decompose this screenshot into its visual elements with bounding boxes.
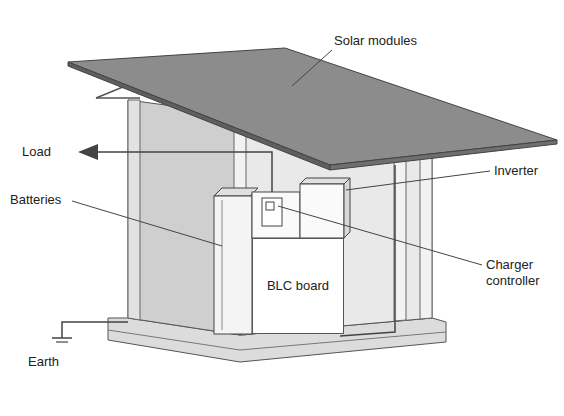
platform-edge xyxy=(240,332,446,350)
leader-lines xyxy=(72,50,490,265)
blc-board: BLC board xyxy=(252,238,344,334)
load-cable xyxy=(98,152,272,196)
earth-wire xyxy=(62,322,128,338)
corner-post xyxy=(128,100,140,320)
charger-controller-box xyxy=(262,198,282,226)
solar-module-roof xyxy=(68,48,557,165)
part-label: Batteries xyxy=(10,192,61,208)
equipment xyxy=(214,178,350,334)
roof-bracket xyxy=(96,97,140,99)
earth-symbol xyxy=(56,341,68,342)
leader-line xyxy=(346,171,490,190)
board-label: BLC board xyxy=(267,278,329,294)
leader-line xyxy=(292,50,332,86)
control-panel xyxy=(252,192,300,238)
roof-edge xyxy=(68,62,330,170)
inverter-box xyxy=(300,184,344,238)
inverter-top xyxy=(300,178,350,184)
earth-symbol xyxy=(52,337,72,339)
inverter-side xyxy=(344,178,350,238)
battery-cabinet-top xyxy=(214,188,258,196)
part-label: Inverter xyxy=(494,163,538,179)
leader-line xyxy=(72,201,222,246)
wiring xyxy=(52,144,395,342)
part-label: Solar modules xyxy=(334,33,417,49)
battery-cabinet xyxy=(214,196,252,334)
charger-controller-display xyxy=(266,202,274,210)
battery-cabinet-edge xyxy=(222,200,223,330)
part-label: Charger controller xyxy=(486,257,558,289)
part-label: Earth xyxy=(28,354,59,370)
load-arrowhead xyxy=(78,144,98,160)
part-label: Load xyxy=(22,144,51,160)
module-cable xyxy=(340,165,395,336)
